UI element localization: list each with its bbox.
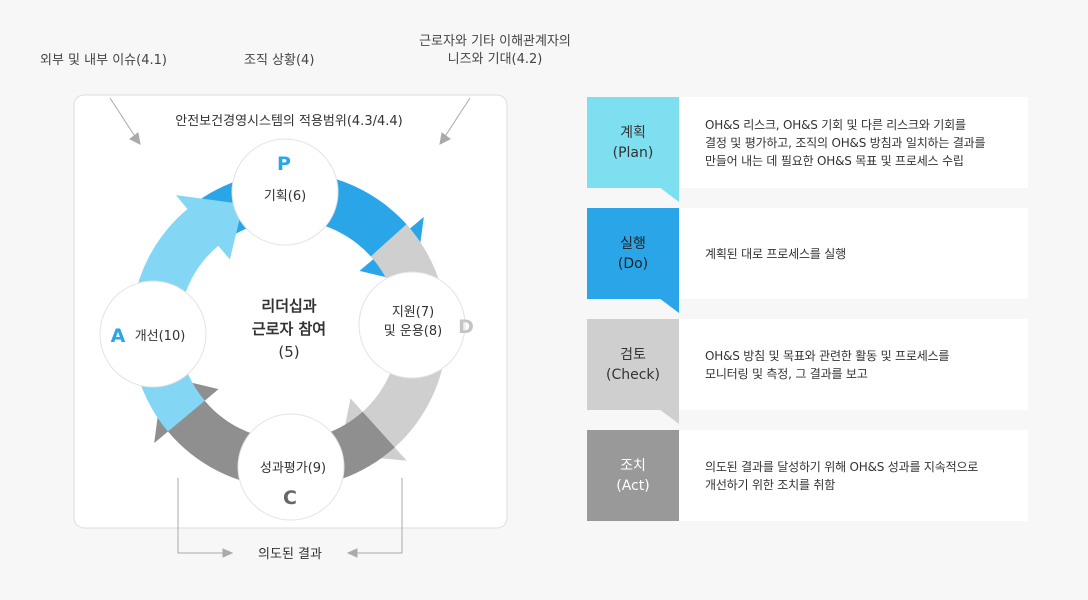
phase-box-do: 실행 (Do) xyxy=(587,208,679,299)
external-arrows xyxy=(109,97,471,145)
description-line: 의도된 결과를 달성하기 위해 OH&S 성과를 지속적으로 xyxy=(705,459,979,474)
description-act: 의도된 결과를 달성하기 위해 OH&S 성과를 지속적으로 개선하기 위한 조… xyxy=(679,430,1028,521)
phase-tail-plan xyxy=(659,187,679,202)
plan-node xyxy=(231,138,339,246)
description-line: 만들어 내는 데 필요한 OH&S 목표 및 프로세스 수립 xyxy=(705,153,964,168)
phase-tail-check xyxy=(659,409,679,424)
phase-box-plan: 계획 (Plan) xyxy=(587,97,679,188)
act-label: 개선(10) xyxy=(135,329,186,344)
intended-result: 의도된 결과 xyxy=(258,547,322,562)
plan-letter: P xyxy=(277,153,291,175)
phase-tail-do xyxy=(659,298,679,313)
description-do: 계획된 대로 프로세스를 실행 xyxy=(679,208,1028,299)
phase-name: 조치 xyxy=(620,457,646,474)
pdca-cycle-diagram: P 기획(6) 지원(7) 및 운용(8) D 성과평가(9) C A 개선(1… xyxy=(73,94,508,562)
description-plan: OH&S 리스크, OH&S 기회 및 다른 리스크와 기회를 결정 및 평가하… xyxy=(679,97,1028,188)
do-label-line2: 및 운용(8) xyxy=(384,324,442,339)
do-letter: D xyxy=(458,316,474,338)
description-line: 계획된 대로 프로세스를 실행 xyxy=(705,246,846,261)
description-line: 결정 및 평가하고, 조직의 OH&S 방침과 일치하는 결과를 xyxy=(705,135,986,150)
cycle-nodes xyxy=(99,138,466,521)
phase-name: 계획 xyxy=(620,124,646,141)
do-node xyxy=(358,271,466,379)
stakeholder-needs-line2: 니즈와 기대(4.2) xyxy=(447,52,543,67)
plan-label: 기획(6) xyxy=(264,189,306,204)
pdca-row-act: 조치 (Act) 의도된 결과를 달성하기 위해 OH&S 성과를 지속적으로 … xyxy=(587,430,1028,521)
phase-sub: (Check) xyxy=(606,366,660,383)
check-node xyxy=(237,413,345,521)
external-issues-label: 외부 및 내부 이슈(4.1) xyxy=(40,53,167,68)
pdca-row-check: 검토 (Check) OH&S 방침 및 목표와 관련한 활동 및 프로세스를 … xyxy=(587,319,1028,424)
check-letter: C xyxy=(283,487,297,509)
pdca-row-do: 실행 (Do) 계획된 대로 프로세스를 실행 xyxy=(587,208,1028,313)
result-bracket xyxy=(177,478,403,558)
description-line: 모니터링 및 측정, 그 결과를 보고 xyxy=(705,366,868,381)
scope-title: 안전보건경영시스템의 적용범위(4.3/4.4) xyxy=(175,114,402,129)
description-line: OH&S 방침 및 목표와 관련한 활동 및 프로세스를 xyxy=(705,348,950,363)
stakeholder-needs-line1: 근로자와 기타 이해관계자의 xyxy=(419,34,571,49)
description-line: OH&S 리스크, OH&S 기회 및 다른 리스크와 기회를 xyxy=(705,117,966,132)
center-line2: 근로자 참여 xyxy=(252,320,326,338)
phase-name: 실행 xyxy=(620,235,646,252)
do-label-line1: 지원(7) xyxy=(392,305,434,320)
phase-sub: (Act) xyxy=(616,477,650,494)
check-label: 성과평가(9) xyxy=(260,461,326,476)
phase-sub: (Do) xyxy=(617,255,649,272)
phase-name: 검토 xyxy=(620,346,646,363)
act-node xyxy=(99,280,207,388)
phase-box-check: 검토 (Check) xyxy=(587,319,679,410)
description-check: OH&S 방침 및 목표와 관련한 활동 및 프로세스를 모니터링 및 측정, … xyxy=(679,319,1028,410)
act-letter: A xyxy=(111,325,126,347)
center-line1: 리더십과 xyxy=(261,297,316,315)
description-line: 개선하기 위한 조치를 취함 xyxy=(705,477,836,492)
organization-context-label: 조직 상황(4) xyxy=(244,53,315,68)
stakeholder-needs-label: 근로자와 기타 이해관계자의 니즈와 기대(4.2) xyxy=(400,33,590,69)
phase-box-act: 조치 (Act) xyxy=(587,430,679,521)
center-line3: (5) xyxy=(278,343,299,361)
pdca-row-plan: 계획 (Plan) OH&S 리스크, OH&S 기회 및 다른 리스크와 기회… xyxy=(587,97,1028,202)
phase-sub: (Plan) xyxy=(612,144,654,161)
